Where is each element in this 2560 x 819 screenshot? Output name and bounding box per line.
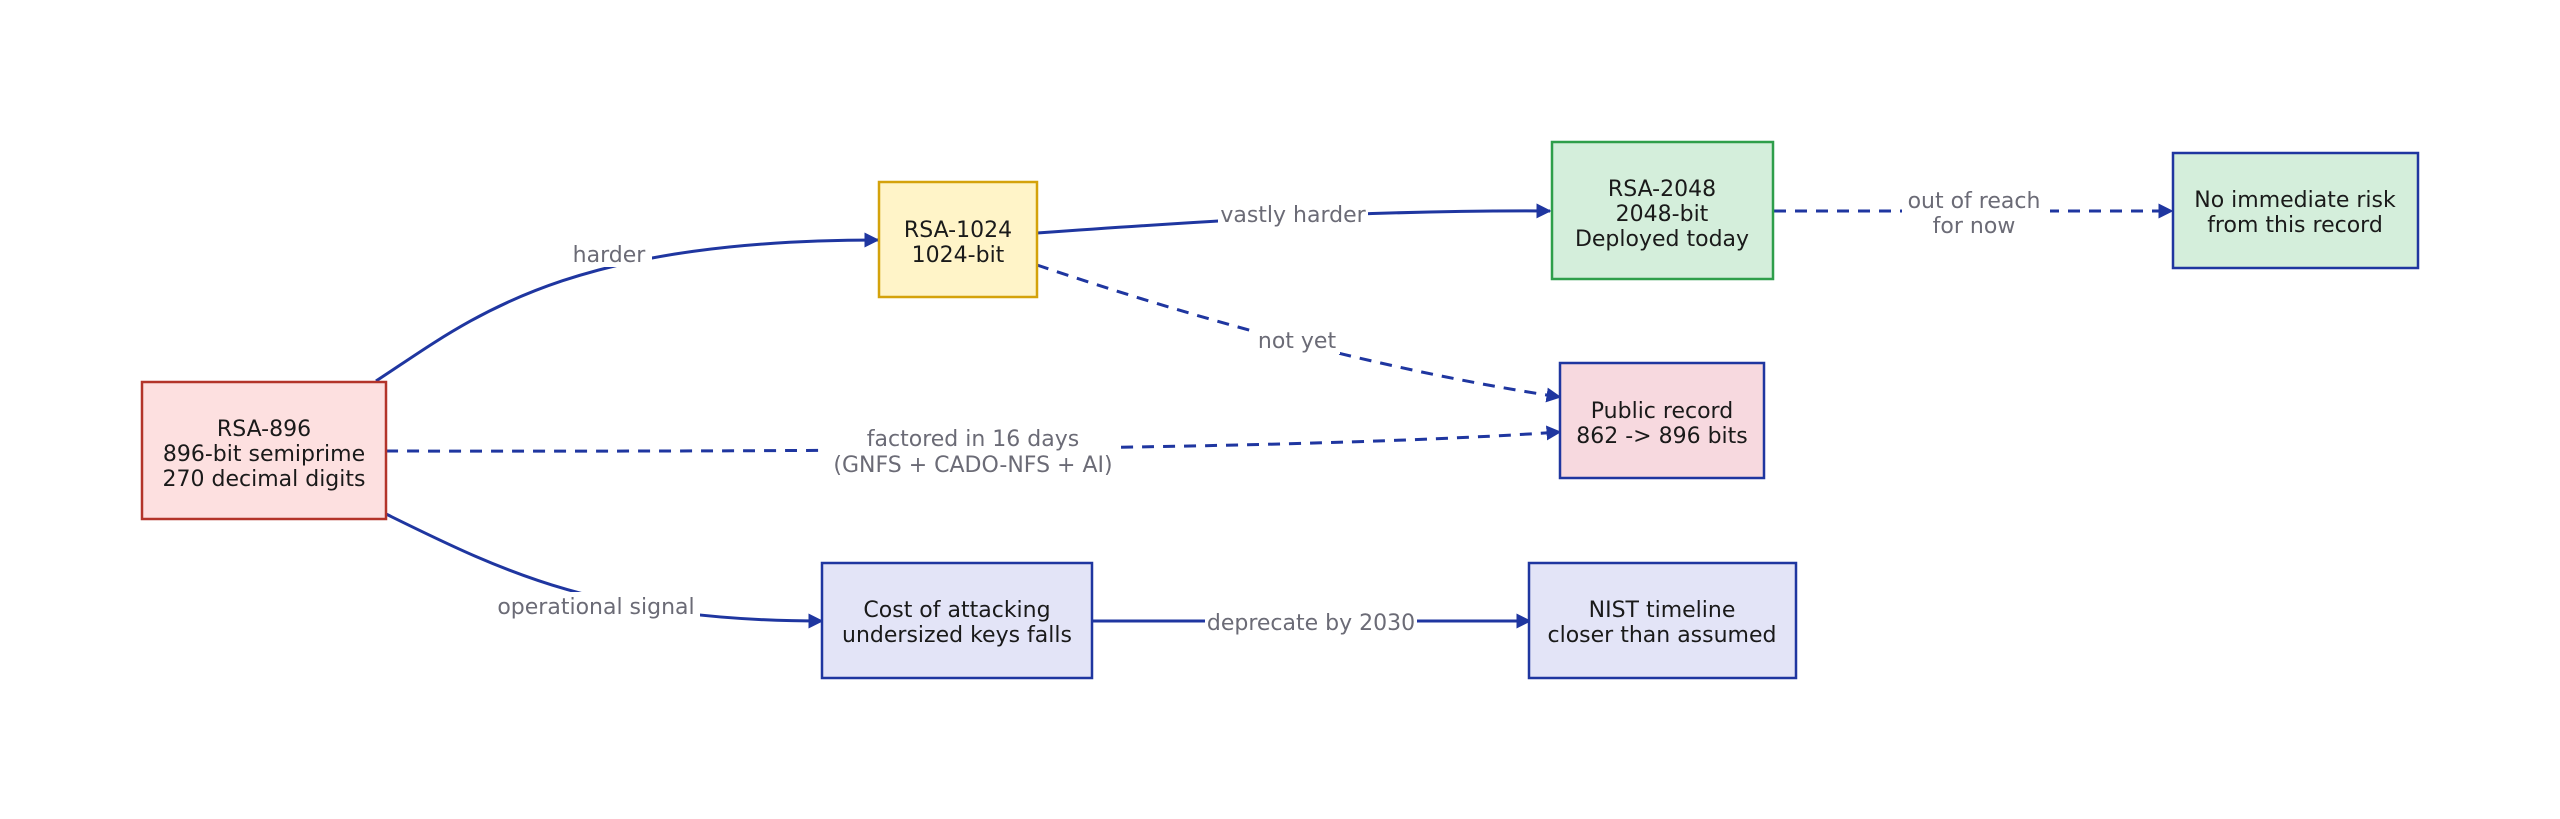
edge-label-vastly-harder: vastly harder <box>1218 200 1368 228</box>
svg-text:Cost of attacking: Cost of attacking <box>863 598 1050 623</box>
svg-text:vastly harder: vastly harder <box>1220 203 1366 228</box>
node-nist-timeline: NIST timeline closer than assumed <box>1527 561 1798 680</box>
svg-text:operational signal: operational signal <box>497 595 694 620</box>
node-public-record: Public record 862 -> 896 bits <box>1558 361 1766 480</box>
svg-text:Public record: Public record <box>1591 399 1733 424</box>
svg-text:(GNFS + CADO-NFS + AI): (GNFS + CADO-NFS + AI) <box>833 453 1112 478</box>
edge-label-factored: factored in 16 days (GNFS + CADO-NFS + A… <box>826 424 1120 478</box>
edge-operational-signal <box>385 512 824 629</box>
node-rsa-2048: RSA-2048 2048-bit Deployed today <box>1550 140 1775 281</box>
svg-text:for now: for now <box>1933 214 2016 239</box>
svg-text:deprecate by 2030: deprecate by 2030 <box>1207 611 1415 636</box>
svg-text:closer than assumed: closer than assumed <box>1548 623 1777 648</box>
svg-text:undersized keys falls: undersized keys falls <box>842 623 1072 648</box>
node-rsa-896: RSA-896 896-bit semiprime 270 decimal di… <box>140 380 388 521</box>
edge-label-deprecate: deprecate by 2030 <box>1205 608 1417 636</box>
svg-text:harder: harder <box>573 243 647 268</box>
svg-text:Deployed today: Deployed today <box>1575 227 1749 252</box>
svg-text:1024-bit: 1024-bit <box>912 243 1005 268</box>
svg-text:No immediate risk: No immediate risk <box>2194 188 2396 213</box>
svg-text:862 -> 896 bits: 862 -> 896 bits <box>1576 424 1748 449</box>
edge-label-not-yet: not yet <box>1254 326 1340 354</box>
svg-text:NIST timeline: NIST timeline <box>1589 598 1736 623</box>
node-rsa-1024: RSA-1024 1024-bit <box>877 180 1039 299</box>
svg-text:factored in 16 days: factored in 16 days <box>867 427 1079 452</box>
edge-label-operational-signal: operational signal <box>492 592 700 620</box>
svg-text:from this record: from this record <box>2207 213 2383 238</box>
edge-not-yet <box>1036 263 1562 403</box>
edge-label-out-of-reach: out of reach for now <box>1902 186 2050 240</box>
svg-text:896-bit semiprime: 896-bit semiprime <box>163 442 365 467</box>
svg-text:RSA-1024: RSA-1024 <box>904 218 1012 243</box>
edge-harder <box>375 232 880 383</box>
svg-text:not yet: not yet <box>1258 329 1337 354</box>
node-no-immediate-risk: No immediate risk from this record <box>2171 151 2420 270</box>
svg-text:RSA-2048: RSA-2048 <box>1608 177 1716 202</box>
edge-label-harder: harder <box>566 239 652 268</box>
svg-text:RSA-896: RSA-896 <box>217 417 311 442</box>
svg-text:2048-bit: 2048-bit <box>1616 202 1709 227</box>
svg-text:out of reach: out of reach <box>1908 189 2041 214</box>
svg-text:270 decimal digits: 270 decimal digits <box>163 467 366 492</box>
node-cost-of-attacking: Cost of attacking undersized keys falls <box>820 561 1094 680</box>
